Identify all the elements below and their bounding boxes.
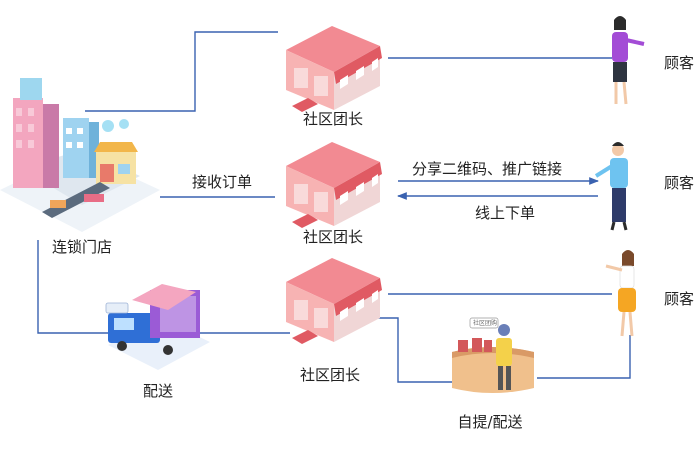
leader-label-2: 社区团长	[302, 228, 364, 246]
leader-label-3: 社区团长	[299, 366, 361, 384]
customer-figure-1	[612, 16, 645, 105]
chain-store-label: 连锁门店	[51, 238, 113, 256]
store-to-leader1-line	[85, 31, 278, 112]
delivery-truck-illustration	[105, 284, 210, 370]
pickup-counter-illustration	[452, 317, 534, 393]
customer-label-3: 顾客	[664, 290, 695, 308]
pickup-label: 自提/配送	[457, 413, 523, 431]
share-qr-label: 分享二维码、推广链接	[412, 160, 563, 178]
customer-figure-2	[594, 142, 628, 231]
pickup-to-customer3-line	[537, 335, 631, 379]
pickup-sign: 社区团购	[473, 320, 498, 327]
leader-store-1	[286, 26, 382, 112]
chain-store-illustration	[0, 78, 160, 232]
online-order-label: 线上下单	[475, 204, 536, 222]
delivery-label: 配送	[142, 382, 174, 400]
customer-label-1: 顾客	[664, 54, 695, 72]
receive-order-label: 接收订单	[192, 173, 253, 191]
leader-store-3	[286, 258, 382, 344]
store-to-truck-line	[37, 240, 110, 334]
customer-figure-3	[605, 250, 636, 337]
customer-label-2: 顾客	[664, 174, 695, 192]
leader-store-2	[286, 142, 382, 228]
leader-label-1: 社区团长	[302, 110, 364, 128]
